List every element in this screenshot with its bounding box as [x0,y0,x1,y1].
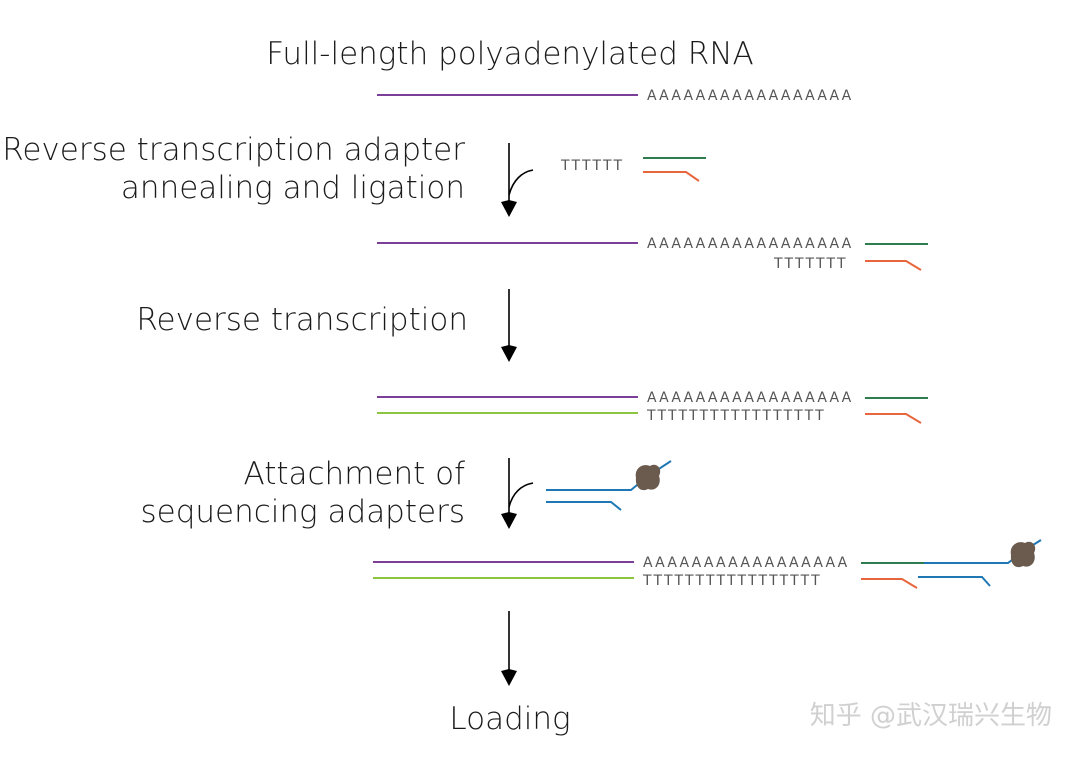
watermark: 知乎 @武汉瑞兴生物 [810,701,1052,731]
library-molecule-row4: AAAAAAAAAAAAAAAAA TTTTTTTTTTTTTTTTT [373,539,1042,589]
seq-adapter-bottom-strand [546,501,622,511]
adapter-bottom-strand [643,171,700,182]
step4-arrow [501,611,517,686]
polyA-tail: AAAAAAAAAAAAAAAAA [647,390,853,406]
step1-arrow [501,143,534,217]
step3-label-line1: Attachment of [244,456,466,492]
seq-adapter-bottom-strand [918,576,991,587]
step1-label-line2: annealing and ligation [121,170,465,206]
polyT-tail: TTTTTTTTTTTTTTTTT [642,573,822,589]
rt-adapter: TTTTTT [560,157,706,182]
step4-label: Loading [449,701,570,737]
oligoT-short: TTTTTT [560,158,624,174]
adapter-bottom-strand [865,260,922,271]
motor-protein-icon [635,464,661,491]
step2-arrow [501,289,517,362]
sequencing-adapter [546,460,672,511]
diagram-title: Full-length polyadenylated RNA [266,36,753,72]
adapter-bottom-strand [865,413,922,424]
rna-strand-row1: AAAAAAAAAAAAAAAAA [377,88,853,104]
polyA-tail: AAAAAAAAAAAAAAAAA [643,555,849,571]
step3-label-line2: sequencing adapters [140,494,465,530]
polyT-tail: TTTTTTTTTTTTTTTTT [646,408,826,424]
step3-arrow [501,458,534,529]
adapter-bottom-strand [861,578,918,589]
step2-label: Reverse transcription [136,302,468,338]
rna-cdna-duplex-row3: AAAAAAAAAAAAAAAAA TTTTTTTTTTTTTTTTT [377,390,928,424]
polyA-tail: AAAAAAAAAAAAAAAAA [647,236,853,252]
polyA-tail: AAAAAAAAAAAAAAAAA [647,88,853,104]
step1-label-line1: Reverse transcription adapter [2,132,465,168]
oligoT-adapter: TTTTTTT [773,256,848,272]
motor-protein-icon [1010,541,1036,568]
rna-strand-row2: AAAAAAAAAAAAAAAAA TTTTTTT [377,236,928,272]
